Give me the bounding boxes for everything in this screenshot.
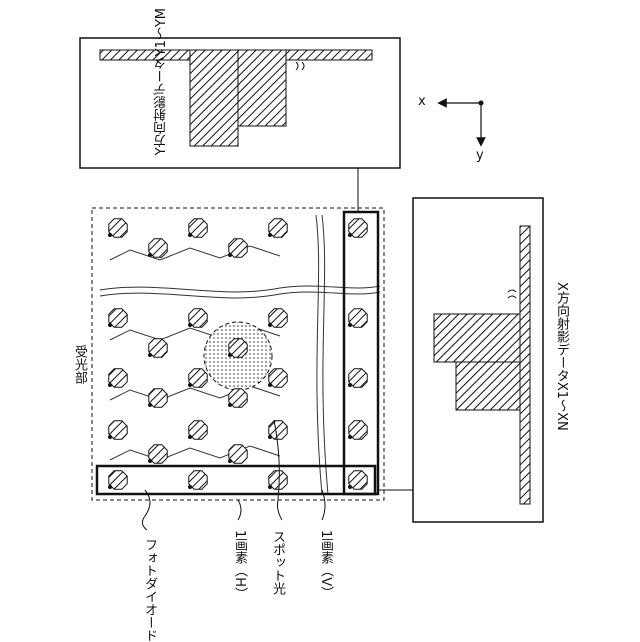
pixel-h-highlight	[97, 466, 375, 494]
photodiode-terminal	[148, 459, 152, 463]
photodiode-terminal	[188, 485, 192, 489]
photodiode-terminal	[108, 233, 112, 237]
photodiode-terminal	[268, 233, 272, 237]
y-projection-label: Y方向射影データY1～YM	[152, 8, 171, 155]
photodiode-terminal	[228, 253, 232, 257]
photodiode-terminal	[348, 435, 352, 439]
photodiode-terminal	[108, 485, 112, 489]
photodiode-terminal	[348, 485, 352, 489]
spot-light-label: スポット光	[268, 530, 287, 595]
x-axis-letter: x	[418, 94, 426, 109]
pixel-v-highlight	[344, 212, 378, 494]
photodiode-terminal	[148, 403, 152, 407]
photodiode-array	[108, 219, 367, 489]
photodiode-terminal	[348, 233, 352, 237]
photodiode-terminal	[228, 353, 232, 357]
photodiode-terminal	[148, 253, 152, 257]
photodiode-terminal	[108, 323, 112, 327]
photodiode-terminal	[268, 323, 272, 327]
photodiode-terminal	[188, 323, 192, 327]
photodiode-terminal	[108, 383, 112, 387]
photodiode-terminal	[268, 435, 272, 439]
photodiode-terminal	[108, 435, 112, 439]
photodiode-terminal	[148, 353, 152, 357]
y-projection-box	[80, 38, 400, 168]
y-axis-letter: y	[476, 148, 484, 163]
photodiode-terminal	[188, 435, 192, 439]
photodiode-terminal	[348, 323, 352, 327]
pixel-h-label: 1画素（H）	[230, 530, 249, 600]
photodiode-terminal	[188, 383, 192, 387]
leader-lines	[142, 420, 325, 530]
light-receiving-label: 受光部	[70, 345, 89, 384]
photodiode-label: フォトダイオード	[140, 538, 159, 642]
photodiode-terminal	[268, 383, 272, 387]
x-projection-label: X方向射影データX1～XN	[552, 282, 571, 431]
photodiode-terminal	[228, 403, 232, 407]
photodiode-terminal	[228, 459, 232, 463]
x-projection-box	[413, 198, 543, 522]
photodiode-terminal	[188, 233, 192, 237]
pixel-v-label: 1画素（V）	[316, 530, 335, 599]
photodiode-terminal	[348, 383, 352, 387]
photodiode-terminal	[268, 485, 272, 489]
axes-indicator	[442, 101, 484, 143]
